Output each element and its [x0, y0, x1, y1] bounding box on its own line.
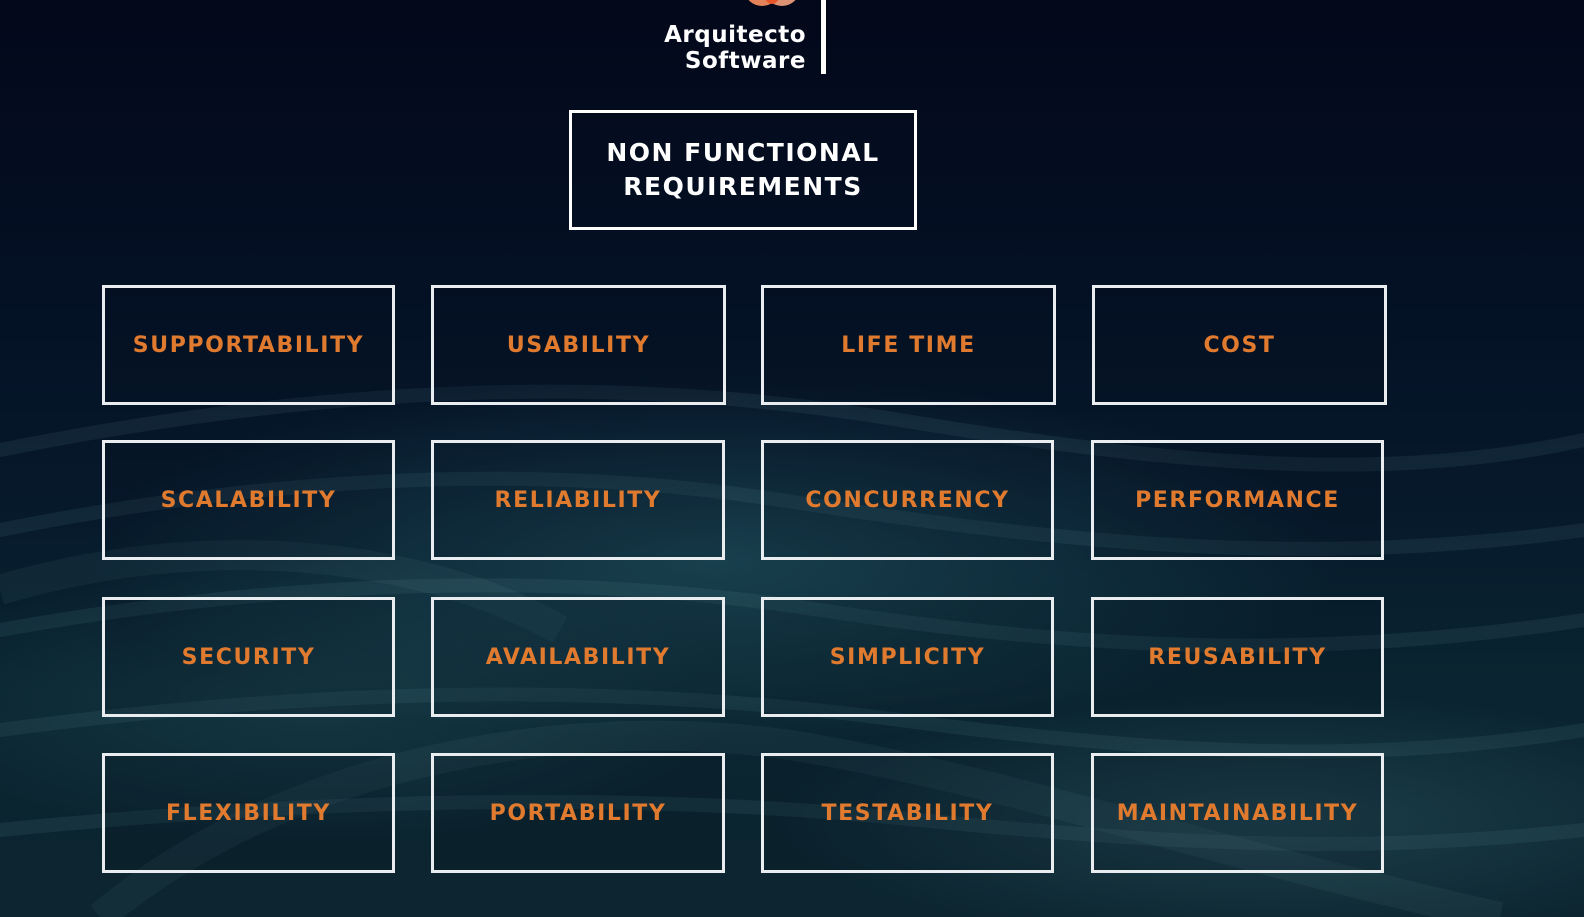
requirement-reliability: RELIABILITY — [431, 440, 725, 560]
requirement-scalability: SCALABILITY — [102, 440, 395, 560]
logo-line-1: Arquitecto — [664, 22, 806, 48]
requirement-usability: USABILITY — [431, 285, 726, 405]
requirement-label: LIFE TIME — [841, 332, 976, 358]
requirement-label: SECURITY — [181, 644, 316, 670]
requirement-flexibility: FLEXIBILITY — [102, 753, 395, 873]
requirement-label: CONCURRENCY — [805, 487, 1010, 513]
logo-text: Arquitecto Software — [664, 22, 806, 74]
requirement-label: REUSABILITY — [1148, 644, 1327, 670]
title-line-1: NON FUNCTIONAL — [606, 138, 880, 167]
requirement-concurrency: CONCURRENCY — [761, 440, 1054, 560]
requirement-simplicity: SIMPLICITY — [761, 597, 1054, 717]
requirement-reusability: REUSABILITY — [1091, 597, 1384, 717]
logo-mark-icon — [748, 0, 796, 6]
requirement-availability: AVAILABILITY — [431, 597, 725, 717]
requirement-label: COST — [1203, 332, 1276, 358]
logo-divider — [821, 0, 826, 74]
requirement-life-time: LIFE TIME — [761, 285, 1056, 405]
brand-logo: Arquitecto Software — [660, 0, 840, 78]
requirement-label: FLEXIBILITY — [166, 800, 331, 826]
diagram-title-box: NON FUNCTIONAL REQUIREMENTS — [569, 110, 917, 230]
requirement-maintainability: MAINTAINABILITY — [1091, 753, 1384, 873]
requirement-label: RELIABILITY — [494, 487, 662, 513]
requirement-label: SUPPORTABILITY — [132, 332, 365, 358]
title-line-2: REQUIREMENTS — [623, 172, 863, 201]
requirement-label: SCALABILITY — [160, 487, 337, 513]
requirement-label: PERFORMANCE — [1135, 487, 1340, 513]
requirement-label: SIMPLICITY — [829, 644, 986, 670]
requirement-label: USABILITY — [506, 332, 651, 358]
requirement-label: PORTABILITY — [489, 800, 667, 826]
requirement-cost: COST — [1092, 285, 1387, 405]
requirement-supportability: SUPPORTABILITY — [102, 285, 395, 405]
requirement-label: MAINTAINABILITY — [1116, 800, 1359, 826]
requirement-portability: PORTABILITY — [431, 753, 725, 873]
requirement-testability: TESTABILITY — [761, 753, 1054, 873]
requirement-label: AVAILABILITY — [485, 644, 671, 670]
requirement-label: TESTABILITY — [821, 800, 994, 826]
logo-line-2: Software — [684, 48, 806, 74]
requirement-security: SECURITY — [102, 597, 395, 717]
requirement-performance: PERFORMANCE — [1091, 440, 1384, 560]
